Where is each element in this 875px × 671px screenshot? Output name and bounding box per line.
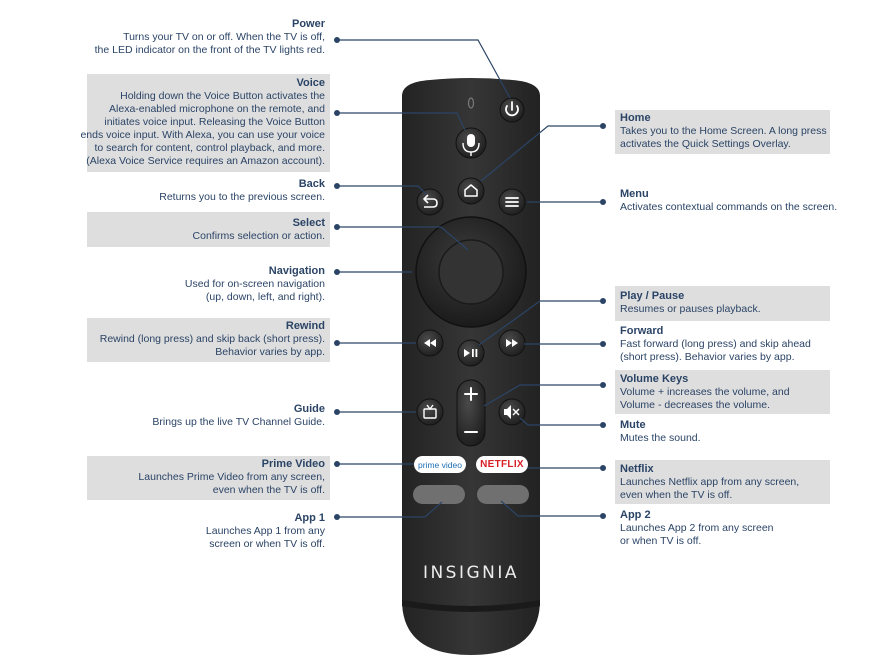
- callout-back: Back Returns you to the previous screen.: [25, 178, 325, 204]
- forward-icon: [506, 339, 518, 347]
- volume-rocker: [456, 379, 486, 447]
- callout-desc: Takes you to the Home Screen. A long pre…: [620, 125, 827, 150]
- callout-desc: Launches Netflix app from any screen, ev…: [620, 476, 800, 501]
- callout-title: Back: [298, 178, 325, 190]
- callout-power: Power Turns your TV on or off. When the …: [25, 18, 325, 57]
- voice-panel: [87, 74, 330, 172]
- select-panel: [87, 212, 330, 247]
- app1-button: [413, 485, 465, 504]
- led-indicator: [467, 97, 475, 109]
- brand-logo: INSIGNIA: [422, 563, 520, 583]
- callout-desc: Launches App 2 from any screen or when T…: [620, 522, 774, 547]
- callout-title: Prime Video: [261, 458, 325, 470]
- callout-forward: Forward Fast forward (long press) and sk…: [620, 325, 860, 364]
- callout-title: Power: [291, 18, 325, 30]
- callout-home: Home Takes you to the Home Screen. A lon…: [620, 112, 860, 151]
- rewind-panel: [87, 318, 330, 362]
- callout-play-pause: Play / Pause Resumes or pauses playback.: [620, 290, 860, 316]
- home-panel: [615, 110, 830, 154]
- callout-navigation: Navigation Used for on-screen navigation…: [25, 265, 325, 304]
- callout-title: Select: [292, 217, 325, 229]
- playpause-panel: [615, 286, 830, 321]
- prime-panel: [87, 456, 330, 500]
- callout-desc: Brings up the live TV Channel Guide.: [152, 416, 325, 428]
- mic-icon: [467, 134, 475, 147]
- guide-icon: [423, 404, 437, 419]
- play-pause-button: [457, 339, 485, 367]
- play-pause-icon: [464, 349, 470, 357]
- netflix-button[interactable]: NETFLIX: [476, 456, 528, 473]
- callout-voice: Voice Holding down the Voice Button acti…: [25, 77, 325, 168]
- callout-mute: Mute Mutes the sound.: [620, 419, 860, 445]
- callout-prime-video: Prime Video Launches Prime Video from an…: [25, 458, 325, 497]
- callout-title: App 2: [620, 509, 651, 521]
- callout-select: Select Confirms selection or action.: [25, 217, 325, 243]
- callout-desc: Holding down the Voice Button activates …: [80, 90, 325, 167]
- mute-icon: [504, 405, 520, 419]
- netflix-panel: [615, 460, 830, 504]
- callout-menu: Menu Activates contextual commands on th…: [620, 188, 860, 214]
- callout-lines: [337, 39, 603, 518]
- callout-desc: Fast forward (long press) and skip ahead…: [620, 338, 811, 363]
- mute-button: [498, 398, 526, 426]
- callout-title: Volume Keys: [620, 373, 689, 385]
- callout-desc: Launches Prime Video from any screen, ev…: [138, 471, 325, 496]
- callout-title: Netflix: [620, 463, 654, 475]
- power-icon: [505, 105, 519, 117]
- callout-desc: Returns you to the previous screen.: [159, 191, 325, 203]
- callout-desc: Volume + increases the volume, and Volum…: [620, 386, 790, 411]
- guide-button: [416, 398, 444, 426]
- callout-desc: Launches App 1 from any screen or when T…: [205, 525, 325, 550]
- back-icon: [424, 198, 438, 208]
- callout-desc: Turns your TV on or off. When the TV is …: [94, 31, 325, 56]
- callout-title: Play / Pause: [620, 290, 685, 302]
- volume-panel: [615, 370, 830, 414]
- callout-netflix: Netflix Launches Netflix app from any sc…: [620, 463, 860, 502]
- callout-dots: [334, 37, 606, 520]
- callout-desc: Confirms selection or action.: [192, 230, 325, 242]
- callout-title: Guide: [293, 403, 325, 415]
- callout-title: Home: [620, 112, 651, 124]
- callout-guide: Guide Brings up the live TV Channel Guid…: [25, 403, 325, 429]
- callout-desc: Resumes or pauses playback.: [620, 303, 761, 315]
- callout-title: Forward: [620, 325, 664, 337]
- netflix-logo: NETFLIX: [480, 459, 524, 470]
- callout-title: Voice: [296, 77, 325, 89]
- menu-icon: [505, 197, 519, 207]
- select-button: [438, 239, 504, 305]
- home-icon: [464, 184, 478, 197]
- callout-app1: App 1 Launches App 1 from any screen or …: [25, 512, 325, 551]
- callout-title: App 1: [294, 512, 325, 524]
- rewind-icon: [424, 339, 436, 347]
- remote-bottom-band: [402, 600, 540, 612]
- callout-desc: Activates contextual commands on the scr…: [620, 201, 838, 213]
- callout-volume: Volume Keys Volume + increases the volum…: [620, 373, 860, 412]
- app2-button: [477, 485, 529, 504]
- back-button: [416, 188, 444, 216]
- prime-video-button[interactable]: prime video: [414, 456, 466, 473]
- callout-title: Navigation: [268, 265, 325, 277]
- volume-up-icon: [464, 387, 478, 401]
- home-button: [457, 177, 485, 205]
- callout-rewind: Rewind Rewind (long press) and skip back…: [25, 320, 325, 359]
- callout-desc: Rewind (long press) and skip back (short…: [99, 333, 325, 358]
- prime-video-logo: prime video: [418, 459, 462, 470]
- callout-desc: Used for on-screen navigation (up, down,…: [184, 278, 325, 303]
- callout-title: Mute: [620, 419, 646, 431]
- callout-desc: Mutes the sound.: [620, 432, 701, 444]
- callout-app2: App 2 Launches App 2 from any screen or …: [620, 509, 860, 548]
- callout-title: Rewind: [285, 320, 325, 332]
- callout-title: Menu: [620, 188, 649, 200]
